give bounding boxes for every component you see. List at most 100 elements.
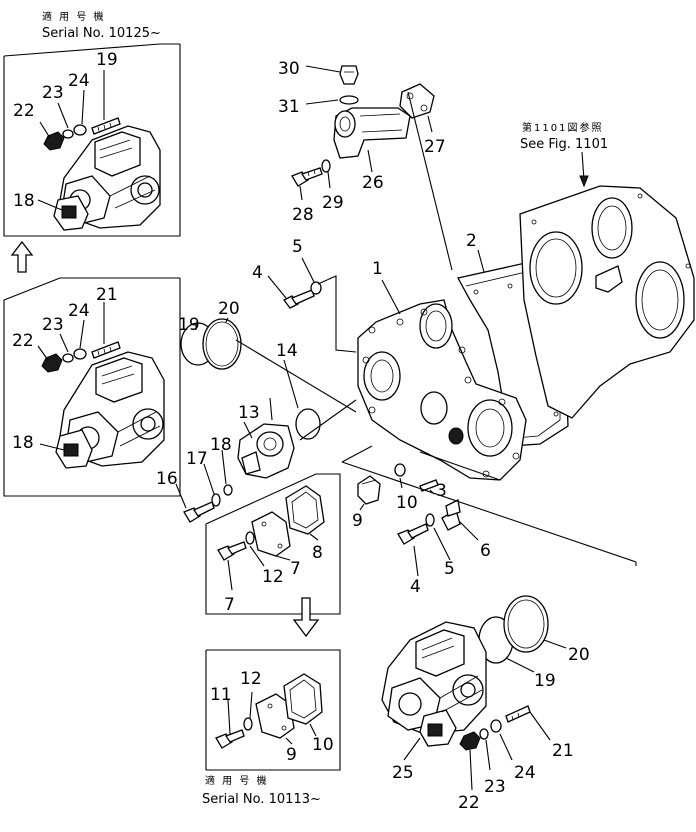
callout-4-lower: 4 xyxy=(410,577,421,597)
variant-box-top xyxy=(3,43,181,237)
gear-case-cover-1 xyxy=(357,299,527,481)
lock-washer-24-bottom xyxy=(490,719,502,733)
bottom-serial-note: Serial No. 10113~ xyxy=(202,792,321,807)
callout-12-main: 12 xyxy=(262,567,284,587)
callout-31: 31 xyxy=(278,97,300,117)
stud-bolt-middle xyxy=(91,341,121,359)
callout-14: 14 xyxy=(276,341,298,361)
bracket-6 xyxy=(441,499,461,531)
arrow-down-variant-icon xyxy=(292,597,320,638)
pump-assembly-25 xyxy=(381,621,487,747)
bottom-jp-note: 適 用 号 機 xyxy=(205,774,269,787)
o-ring-20-right xyxy=(503,595,549,653)
callout-23-middle: 23 xyxy=(42,315,64,335)
arrow-up-icon xyxy=(10,240,34,273)
callout-20-left: 20 xyxy=(218,299,240,319)
washer-23-bottom xyxy=(479,728,489,740)
callout-10-variant: 10 xyxy=(312,735,334,755)
callout-22-middle: 22 xyxy=(12,331,34,351)
cover-plate-9-variant xyxy=(255,693,295,739)
o-ring-8 xyxy=(394,463,406,477)
callout-5-upper: 5 xyxy=(292,237,303,257)
callout-7: 9 xyxy=(352,511,363,531)
callout-2: 2 xyxy=(466,231,477,251)
callout-10-main: 8 xyxy=(312,543,323,563)
cover-box-main xyxy=(205,473,341,615)
callout-24-top: 24 xyxy=(68,71,90,91)
breather-pipe-26 xyxy=(333,107,411,159)
pump-assembly-top xyxy=(53,125,161,231)
washer-17 xyxy=(223,484,233,496)
top-left-jp-note: 適 用 号 機 xyxy=(42,10,106,23)
bolt-11-variant xyxy=(215,729,245,749)
o-ring-20-left xyxy=(202,318,242,370)
bolt-4-lower xyxy=(397,523,429,545)
washer-middle xyxy=(62,353,74,363)
washer-top xyxy=(62,129,74,139)
callout-21-bottom: 21 xyxy=(552,741,574,761)
callout-17: 18 xyxy=(210,435,232,455)
callout-18-middle: 18 xyxy=(12,433,34,453)
bolt-15 xyxy=(183,501,215,523)
callout-25: 25 xyxy=(392,763,414,783)
nut-top xyxy=(43,131,65,151)
callout-9-variant: 9 xyxy=(286,745,297,765)
callout-28: 28 xyxy=(292,205,314,225)
callout-16: 17 xyxy=(186,449,208,469)
callout-27: 27 xyxy=(424,137,446,157)
callout-4-upper: 4 xyxy=(252,263,263,283)
callout-18-top: 18 xyxy=(13,191,35,211)
callout-24-middle: 24 xyxy=(68,301,90,321)
callout-1: 1 xyxy=(372,259,383,279)
callout-21-middle: 21 xyxy=(96,285,118,305)
stud-bolt-top xyxy=(91,117,121,135)
callout-22-top: 22 xyxy=(13,101,35,121)
callout-23-top: 23 xyxy=(42,83,64,103)
variant-box-middle xyxy=(3,277,181,497)
plug-30 xyxy=(339,65,359,85)
arrow-down-icon xyxy=(579,175,589,188)
see-fig-note: See Fig. 1101 xyxy=(520,137,608,152)
callout-11-main: 7 xyxy=(224,595,235,615)
callout-6: 6 xyxy=(480,541,491,561)
callout-19-left: 19 xyxy=(178,315,200,335)
callout-30: 30 xyxy=(278,59,300,79)
callout-15: 16 xyxy=(156,469,178,489)
bolt-11-main xyxy=(217,541,247,561)
callout-11-variant: 11 xyxy=(210,685,232,705)
callout-20-right: 20 xyxy=(568,645,590,665)
washer-12-variant xyxy=(243,717,253,731)
washer-5-lower xyxy=(425,513,435,527)
nut-22-bottom xyxy=(459,731,481,751)
callout-21-top: 19 xyxy=(96,50,118,70)
callout-13: 13 xyxy=(238,403,260,423)
lock-washer-top xyxy=(73,124,87,136)
top-left-serial-note: Serial No. 10125~ xyxy=(42,26,161,41)
callout-9-main: 7 xyxy=(290,559,301,579)
washer-29 xyxy=(321,159,331,173)
callout-12-variant: 12 xyxy=(240,669,262,689)
flywheel-housing xyxy=(519,185,695,419)
washer-12-main xyxy=(245,531,255,545)
callout-8: 10 xyxy=(396,493,418,513)
stud-bolt-21-bottom xyxy=(505,705,531,723)
callout-23-bottom: 23 xyxy=(484,777,506,797)
see-fig-jp-note: 第1101図参照 xyxy=(522,121,603,134)
callout-29: 29 xyxy=(322,193,344,213)
callout-19-right: 19 xyxy=(534,671,556,691)
washer-31 xyxy=(339,95,359,105)
callout-5-lower: 5 xyxy=(444,559,455,579)
callout-24-bottom: 24 xyxy=(514,763,536,783)
washer-16 xyxy=(211,493,221,507)
callout-3: 3 xyxy=(436,481,447,501)
fitting-7 xyxy=(357,475,381,505)
gasket-10-variant xyxy=(283,673,323,725)
o-ring-14 xyxy=(295,408,321,440)
variant-box-bottom xyxy=(205,649,341,771)
cover-plate-9 xyxy=(251,511,291,557)
callout-26: 26 xyxy=(362,173,384,193)
bolt-4-upper xyxy=(283,289,315,309)
callout-22-bottom: 22 xyxy=(458,793,480,813)
